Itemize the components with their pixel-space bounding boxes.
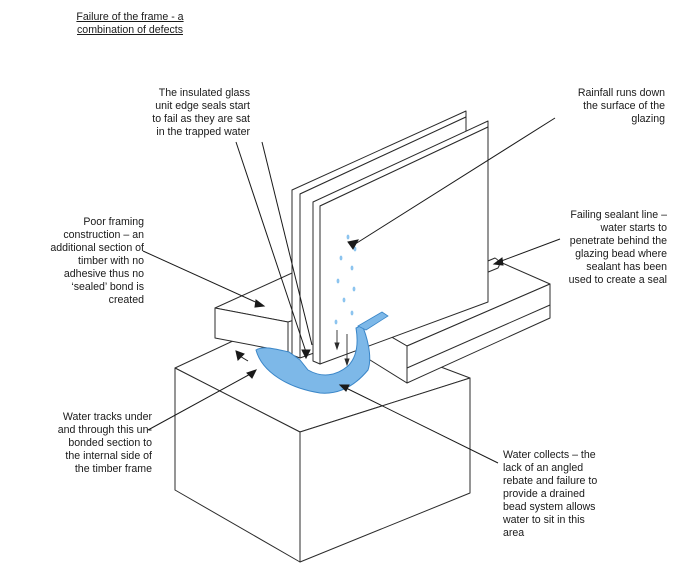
water-behind-bead: [357, 311, 389, 331]
rain-drops: [334, 234, 357, 325]
rain-drop: [350, 310, 354, 316]
annotation-line: construction – an: [63, 229, 144, 241]
annotation-line: penetrate behind the: [569, 235, 667, 247]
annotation-line: lack of an angled: [503, 462, 584, 474]
rain-drop: [336, 278, 340, 284]
annotation-line: area: [503, 527, 525, 539]
diagram-title: Failure of the frame - a combination of …: [60, 11, 200, 37]
rain-drop: [353, 246, 357, 252]
leader-sealant: [495, 238, 561, 264]
annotation-line: Water collects – the: [503, 449, 596, 461]
annotation-line: water to sit in this: [503, 514, 585, 526]
annotation-line: ‘sealed’ bond is: [71, 281, 144, 293]
rain-drop: [346, 234, 350, 240]
annotation-glass-seals: The insulated glass unit edge seals star…: [118, 87, 250, 139]
annotation-line: provide a drained: [503, 488, 585, 500]
leader-seals: [235, 141, 307, 353]
leader-tracks: [147, 371, 255, 431]
annotation-line: the surface of the: [583, 100, 665, 112]
annotation-line: the internal side of: [65, 450, 152, 462]
annotation-line: rebate and failure to: [503, 475, 598, 487]
annotation-line: timber with no: [78, 255, 144, 267]
annotation-line: glazing: [631, 113, 665, 125]
rain-drop: [334, 319, 338, 325]
title-line: combination of defects: [77, 24, 183, 36]
annotation-line: bead system allows: [503, 501, 596, 513]
leader-rain: [351, 117, 556, 247]
leader-seals-b: [261, 141, 313, 346]
leader-collects: [341, 385, 499, 464]
annotation-line: in the trapped water: [156, 126, 250, 138]
annotation-line: unit edge seals start: [155, 100, 250, 112]
annotation-line: adhesive thus no: [63, 268, 144, 280]
rain-drop: [350, 265, 354, 271]
timber-block-right-face: [299, 377, 471, 563]
bead-step-line: [406, 304, 551, 369]
annotation-poor-framing: Poor framing construction – an additiona…: [20, 216, 144, 307]
annotation-line: Failing sealant line –: [570, 209, 667, 221]
annotation-line: glazing bead where: [575, 248, 667, 260]
leader-framing: [142, 250, 263, 306]
annotation-line: bonded section to: [68, 437, 152, 449]
annotation-failing-sealant: Failing sealant line – water starts to p…: [530, 209, 667, 287]
rain-drop: [342, 297, 346, 303]
annotation-line: Rainfall runs down: [577, 87, 665, 99]
annotation-line: Water tracks under: [62, 411, 152, 423]
title-line: Failure of the frame - a: [76, 11, 184, 23]
annotation-rainfall: Rainfall runs down the surface of the gl…: [530, 87, 665, 126]
annotation-line: water starts to: [600, 222, 667, 234]
annotation-line: Poor framing: [83, 216, 144, 228]
annotation-line: the timber frame: [74, 463, 152, 475]
annotation-line: used to create a seal: [568, 274, 667, 286]
leader-lines: [142, 117, 561, 464]
rain-drop: [352, 286, 356, 292]
annotation-line: sealant has been: [586, 261, 667, 273]
annotation-water-tracks: Water tracks under and through this un- …: [20, 411, 152, 476]
annotation-line: and through this un-: [57, 424, 152, 436]
annotation-line: created: [108, 294, 144, 306]
annotation-line: additional section of: [50, 242, 144, 254]
flow-arrows: [334, 330, 350, 367]
annotation-water-collects: Water collects – the lack of an angled r…: [503, 449, 633, 540]
glazing-bead-side: [406, 283, 551, 384]
rain-drop: [339, 255, 343, 261]
annotation-line: The insulated glass: [158, 87, 250, 99]
annotation-line: to fail as they are sat: [152, 113, 250, 125]
